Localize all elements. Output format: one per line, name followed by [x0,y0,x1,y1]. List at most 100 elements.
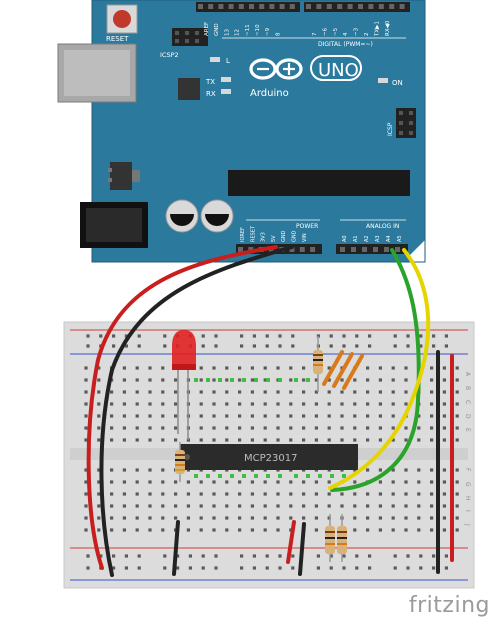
breadboard-hole-active [318,474,322,478]
breadboard-hole [314,492,318,496]
tx-label: TX [205,78,215,86]
breadboard-hole [276,402,280,406]
breadboard-hole [135,528,139,532]
power-label: POWER [296,223,318,230]
breadboard-hole [340,414,344,418]
breadboard-hole [276,492,280,496]
breadboard-hole [432,554,436,558]
breadboard-hole [84,504,88,508]
breadboard-hole [199,492,203,496]
breadboard-hole [97,504,101,508]
breadboard-hole [430,402,434,406]
breadboard-hole [442,438,446,442]
breadboard-hole [84,516,88,520]
pin-hole [316,4,322,9]
breadboard-hole [442,480,446,484]
breadboard-hole [442,504,446,508]
breadboard-hole [355,554,359,558]
pin-hole [306,4,311,9]
breadboard-hole [291,334,295,338]
breadboard-hole [342,566,346,570]
pin-hole [228,4,234,9]
breadboard-row-letter: E [464,428,471,432]
breadboard-hole [368,334,372,338]
breadboard-hole [417,468,421,472]
breadboard-hole [366,390,370,394]
breadboard-hole [302,366,306,370]
breadboard-hole [263,426,267,430]
breadboard-hole [212,366,216,370]
breadboard-hole [340,390,344,394]
breadboard-hole [135,492,139,496]
breadboard-hole [455,492,459,496]
analog-pin-label: A5 [397,235,403,242]
breadboard-hole [148,516,152,520]
digital-pin-label: ~11 [245,24,251,36]
breadboard-hole [419,334,423,338]
breadboard-hole [455,504,459,508]
breadboard-row-letter: J [464,523,471,526]
breadboard-hole [353,414,357,418]
breadboard-hole [314,426,318,430]
breadboard-hole [265,554,269,558]
digital-pin-label: 13 [224,29,230,36]
breadboard-hole [148,366,152,370]
breadboard-hole [238,528,242,532]
breadboard-hole [430,378,434,382]
breadboard-hole [329,334,333,338]
breadboard-hole [112,344,116,348]
breadboard-hole [417,492,421,496]
pin-hole [362,247,367,252]
breadboard-hole [291,566,295,570]
breadboard-hole [455,468,459,472]
breadboard-hole [302,414,306,418]
breadboard-hole [314,516,318,520]
breadboard-hole [225,414,229,418]
digital-pin-label: ~6 [322,27,328,36]
breadboard-hole [455,378,459,382]
breadboard-hole [161,480,165,484]
breadboard-hole [353,378,357,382]
breadboard-hole [302,504,306,508]
breadboard-hole [174,402,178,406]
breadboard-hole [265,344,269,348]
pin-hole [326,4,332,9]
resistor-top [313,336,323,392]
breadboard-hole [327,504,331,508]
breadboard-hole [84,528,88,532]
breadboard-hole [289,378,293,382]
breadboard-hole [430,480,434,484]
breadboard-hole [161,492,165,496]
breadboard-hole [314,480,318,484]
breadboard-hole [417,426,421,430]
breadboard-hole [302,378,306,382]
digital-pin-label: RX◀0 [385,20,391,36]
breadboard-hole [378,438,382,442]
breadboard-hole [355,344,359,348]
breadboard-hole [225,438,229,442]
breadboard-hole [366,528,370,532]
breadboard-hole [212,516,216,520]
pin-hole [208,4,214,9]
red-led [172,330,196,440]
pin-hole [218,4,224,9]
breadboard-hole [406,566,410,570]
breadboard-hole [240,334,244,338]
breadboard-hole [199,516,203,520]
breadboard-hole [135,402,139,406]
digital-pin-holes [198,4,405,9]
breadboard-hole [97,516,101,520]
breadboard-hole [186,504,190,508]
breadboard-hole [186,492,190,496]
breadboard-hole [391,480,395,484]
breadboard-hole [342,334,346,338]
breadboard-row-letter: B [464,386,471,390]
breadboard-hole [225,402,229,406]
breadboard-hole [430,528,434,532]
breadboard-hole [161,402,165,406]
breadboard-hole [302,402,306,406]
breadboard-hole [122,528,126,532]
breadboard-hole [302,438,306,442]
breadboard-hole [419,566,423,570]
breadboard-hole [135,438,139,442]
